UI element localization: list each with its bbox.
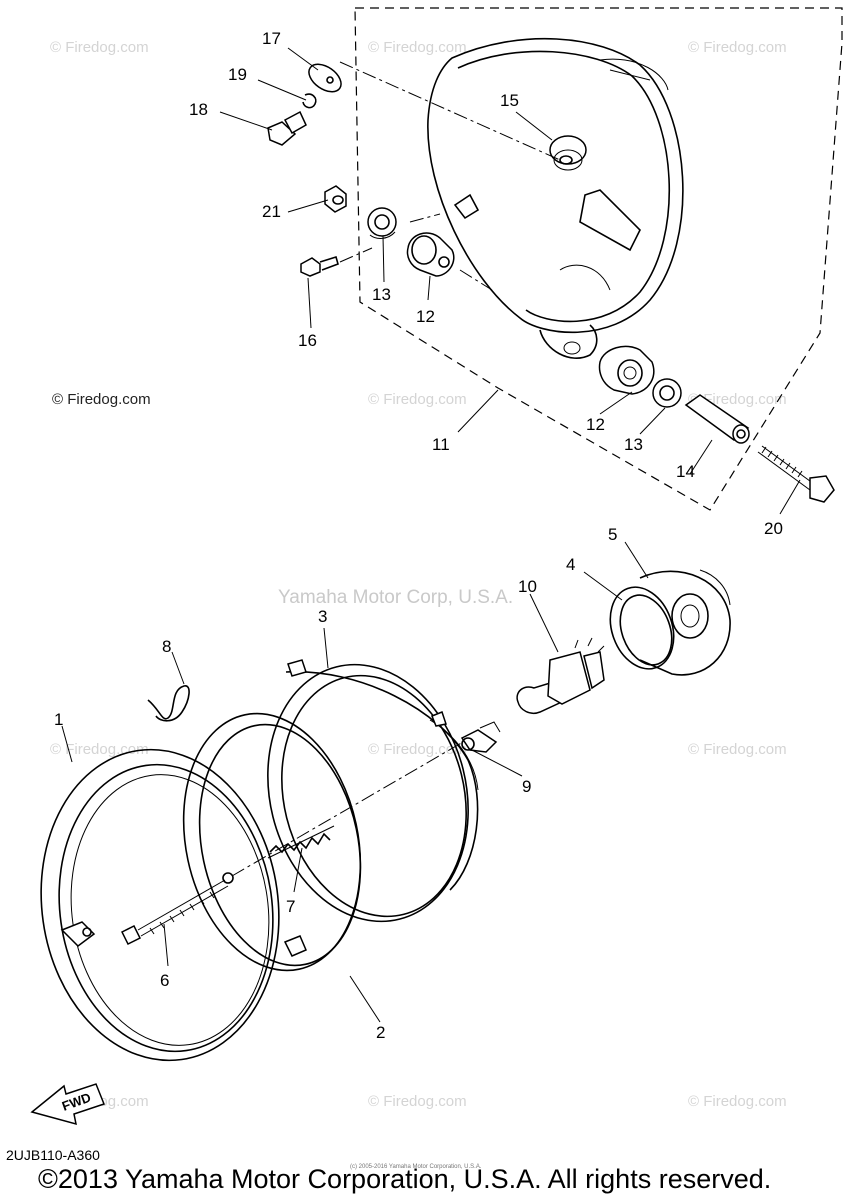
damper-12-lower bbox=[598, 345, 655, 395]
reflector-3 bbox=[267, 659, 479, 923]
watermark: © Firedog.com bbox=[368, 39, 467, 56]
corp-watermark: Yamaha Motor Corp, U.S.A. bbox=[278, 587, 513, 608]
part-label: 14 bbox=[676, 462, 695, 481]
grommet-15 bbox=[549, 135, 587, 171]
bolt-20 bbox=[757, 445, 835, 503]
adjust-screw-6 bbox=[120, 872, 234, 946]
watermark: © Firedog.com bbox=[368, 1093, 467, 1110]
adjust-spring-7 bbox=[267, 825, 335, 859]
part-label: 17 bbox=[262, 29, 281, 48]
adjust-axis bbox=[231, 737, 471, 877]
center-line bbox=[459, 269, 493, 291]
nut-21 bbox=[324, 185, 347, 213]
part-label: 3 bbox=[318, 607, 327, 626]
lens-ring-2 bbox=[182, 712, 362, 972]
wire-clip-8 bbox=[147, 685, 190, 722]
bolt-18 bbox=[267, 110, 307, 146]
leader-lines bbox=[61, 47, 801, 1023]
center-line bbox=[409, 213, 441, 223]
plate-17 bbox=[308, 63, 342, 93]
copyright: ©2013 Yamaha Motor Corporation, U.S.A. A… bbox=[38, 1164, 771, 1194]
screw-16 bbox=[300, 255, 339, 277]
part-label: 13 bbox=[624, 435, 643, 454]
bulb-10 bbox=[516, 637, 605, 714]
part-label: 12 bbox=[586, 415, 605, 434]
damper-12-upper bbox=[406, 232, 455, 277]
diagram-code: 2UJB110-A360 bbox=[6, 1147, 100, 1163]
spacer-14 bbox=[684, 394, 750, 444]
socket-9 bbox=[460, 721, 501, 753]
part-label: 15 bbox=[500, 91, 519, 110]
part-label: 1 bbox=[54, 710, 63, 729]
watermark-dark: © Firedog.com bbox=[52, 391, 151, 408]
watermark: © Firedog.com bbox=[688, 39, 787, 56]
collar-13-lower bbox=[652, 378, 682, 408]
part-label: 2 bbox=[376, 1023, 385, 1042]
part-label: 20 bbox=[764, 519, 783, 538]
part-label: 21 bbox=[262, 202, 281, 221]
part-label: 8 bbox=[162, 637, 171, 656]
part-label: 7 bbox=[286, 897, 295, 916]
part-label: 13 bbox=[372, 285, 391, 304]
headlight-rim-1 bbox=[40, 748, 280, 1062]
cover-5 bbox=[639, 569, 731, 676]
tiny-notice: (c) 2005-2016 Yamaha Motor Corporation, … bbox=[350, 1164, 482, 1170]
watermark: © Firedog.com bbox=[688, 1093, 787, 1110]
collar-13-upper bbox=[367, 207, 397, 239]
assembly-11-boundary bbox=[354, 7, 843, 511]
watermark: © Firedog.com bbox=[688, 741, 787, 758]
part-label: 19 bbox=[228, 65, 247, 84]
part-label: 10 bbox=[518, 577, 537, 596]
part-label: 6 bbox=[160, 971, 169, 990]
watermark: © Firedog.com bbox=[368, 391, 467, 408]
part-labels: 17 19 18 15 21 13 12 16 11 12 13 14 20 5… bbox=[54, 29, 783, 1042]
part-label: 16 bbox=[298, 331, 317, 350]
center-line bbox=[339, 247, 373, 263]
part-label: 18 bbox=[189, 100, 208, 119]
headlight-housing-11 bbox=[427, 37, 684, 359]
watermark: © Firedog.com bbox=[368, 741, 467, 758]
fwd-arrow: FWD bbox=[30, 1083, 105, 1126]
lock-washer-19 bbox=[302, 93, 317, 109]
center-line bbox=[339, 61, 561, 161]
part-label: 5 bbox=[608, 525, 617, 544]
watermarks: © Firedog.com © Firedog.com © Firedog.co… bbox=[50, 39, 787, 1110]
watermark: © Firedog.com bbox=[50, 39, 149, 56]
part-label: 11 bbox=[432, 435, 450, 454]
part-label: 9 bbox=[522, 777, 531, 796]
part-label: 4 bbox=[566, 555, 575, 574]
watermark: © Firedog.com bbox=[50, 741, 149, 758]
part-label: 12 bbox=[416, 307, 435, 326]
